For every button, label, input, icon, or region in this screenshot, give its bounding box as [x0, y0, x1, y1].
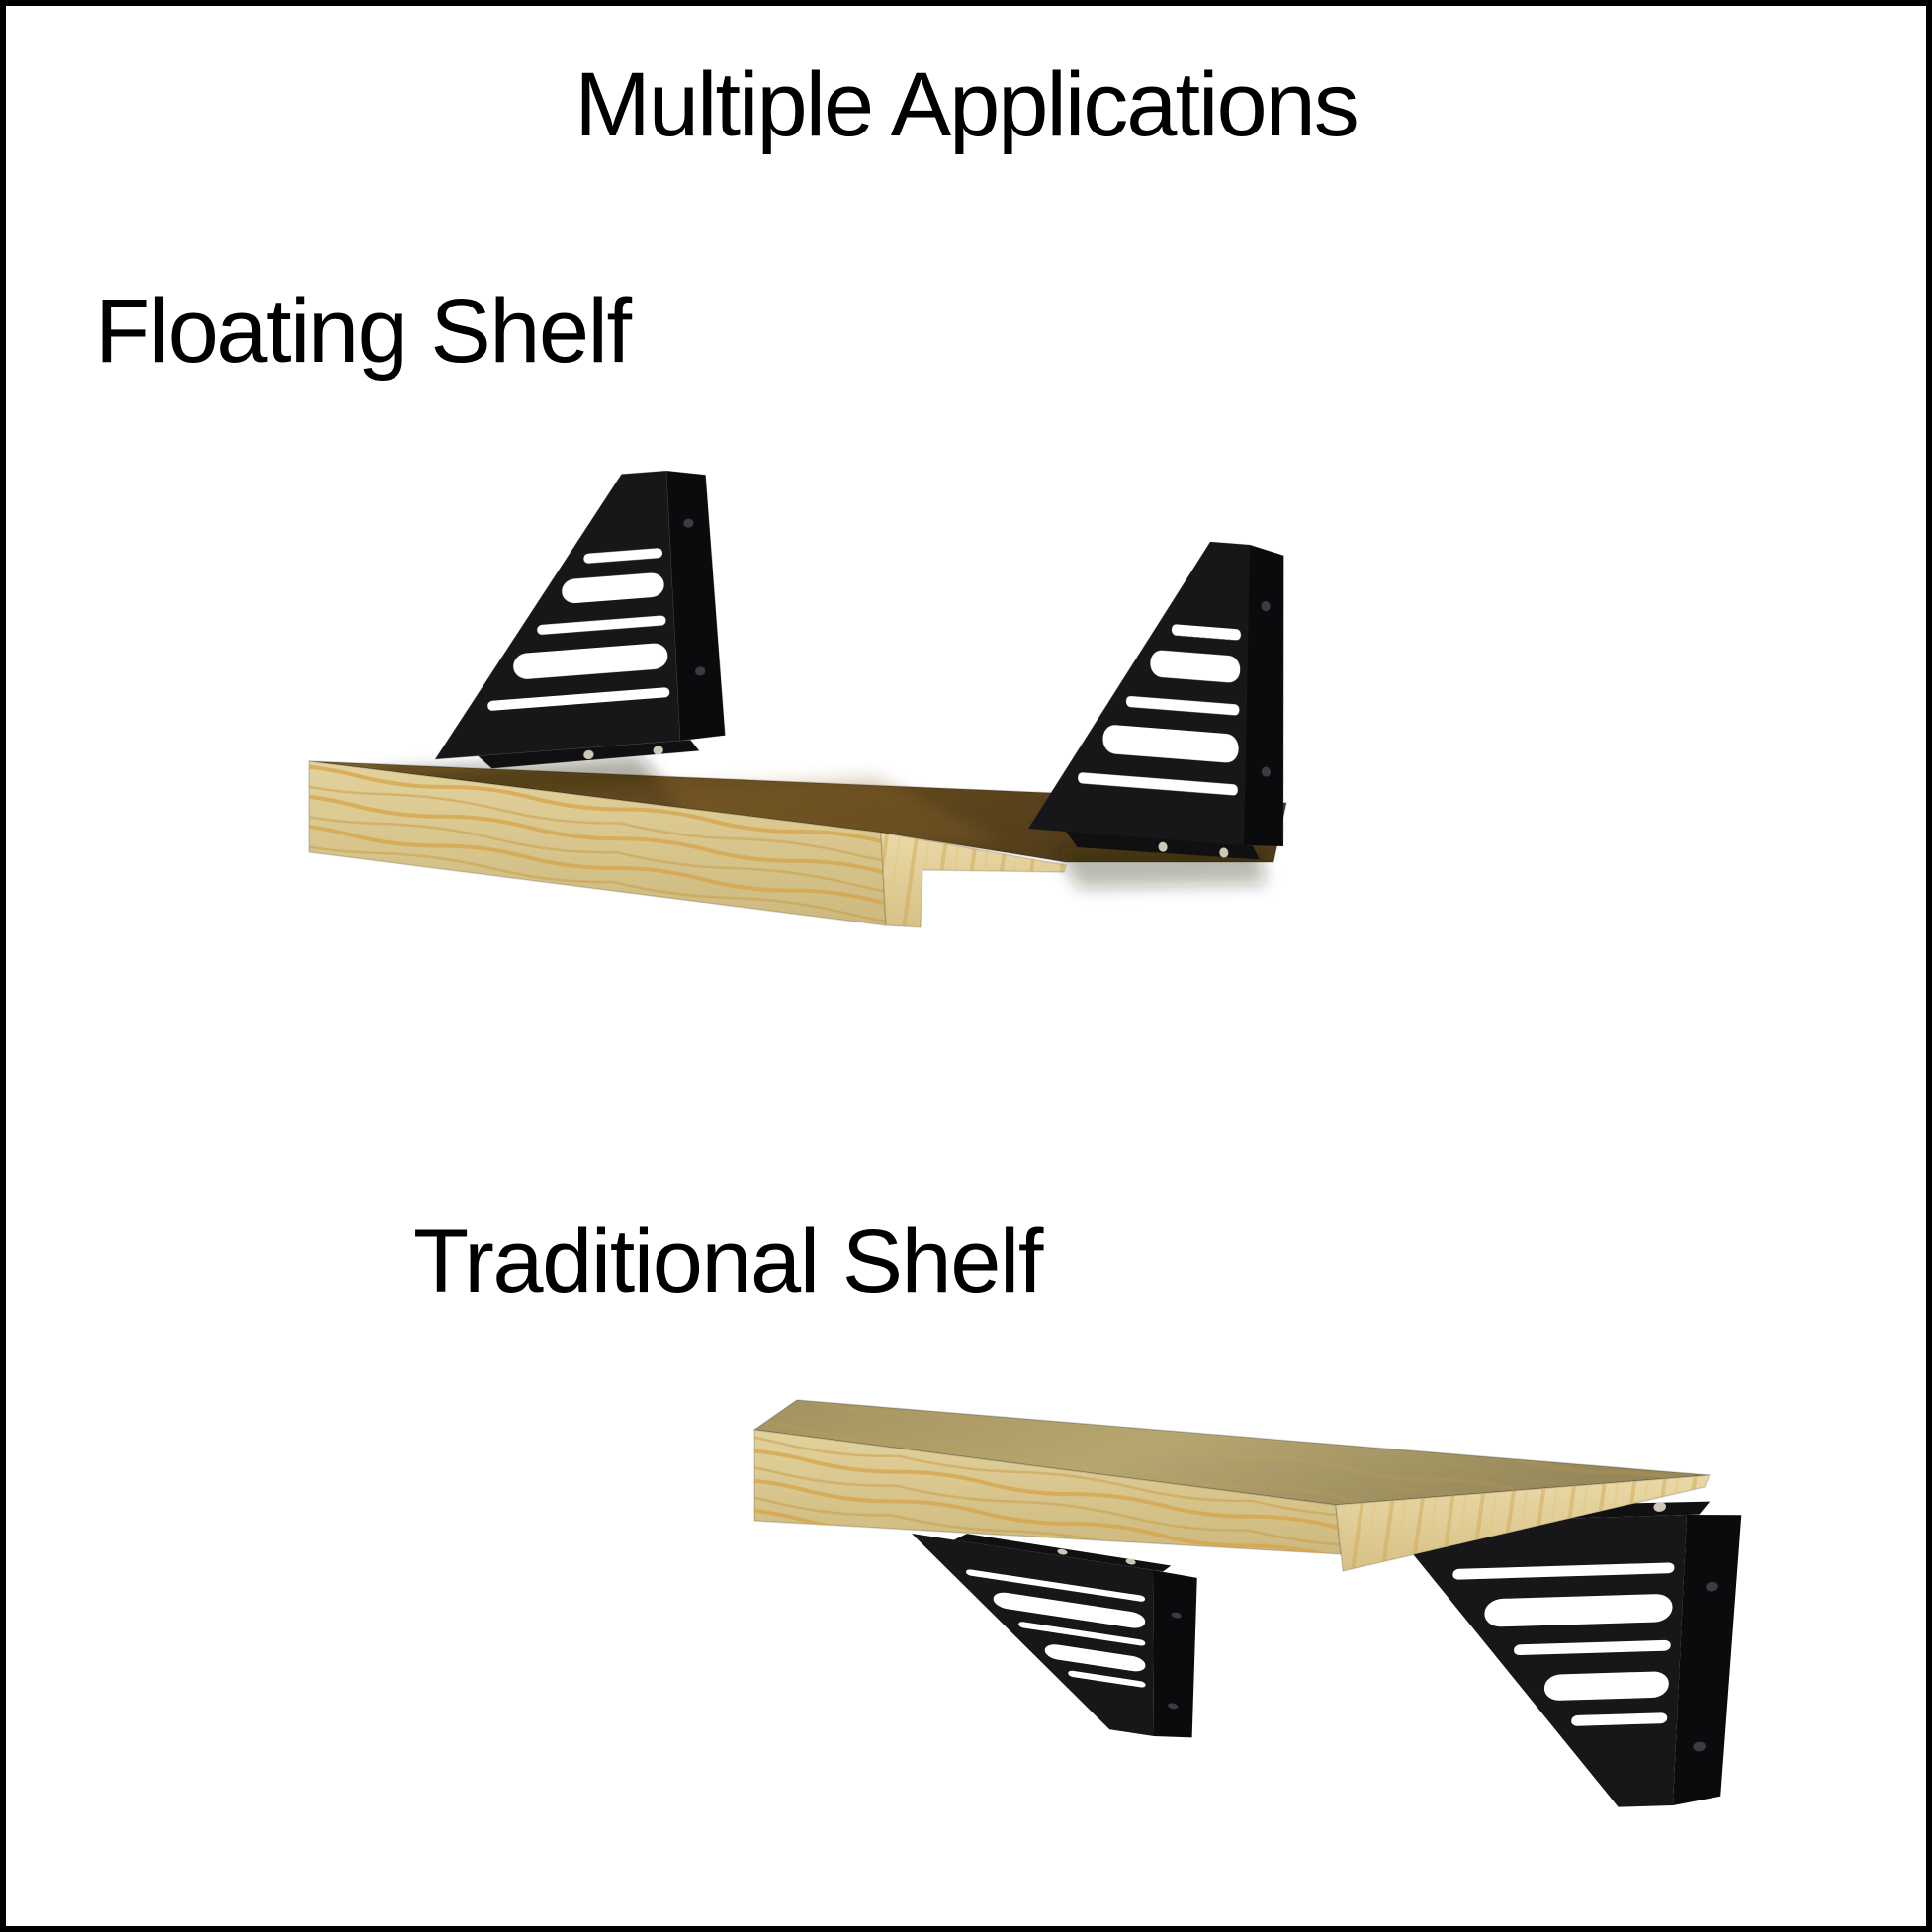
page-title: Multiple Applications [574, 54, 1360, 155]
front-grain [754, 1430, 1341, 1554]
top-grain [754, 1400, 1710, 1505]
traditional-shelf-label: Traditional Shelf [413, 1211, 1043, 1312]
floating-shelf-label: Floating Shelf [95, 281, 632, 382]
traditional-shelf-render [751, 1399, 1742, 1814]
floating-shelf-render [308, 468, 1289, 928]
end-grain [1336, 1475, 1710, 1571]
front-grain [309, 761, 886, 925]
shelf-illustrations [308, 6, 1932, 1932]
traditional-left-bracket [912, 1526, 1198, 1743]
floating-right-bracket [1028, 528, 1289, 863]
floating-left-bracket [421, 468, 726, 773]
traditional-board [751, 1399, 1712, 1572]
end-grain [881, 833, 1066, 927]
